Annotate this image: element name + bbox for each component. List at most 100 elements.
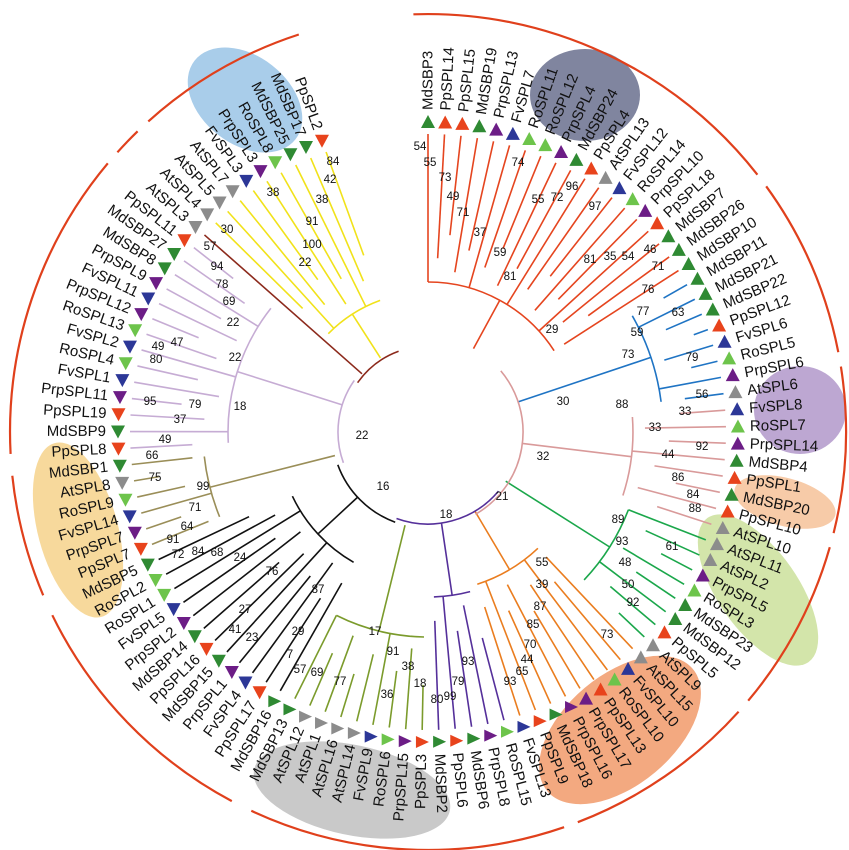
leaf-branch <box>628 509 707 541</box>
leaf-branch <box>693 328 709 336</box>
leaf-branch <box>668 440 726 444</box>
bootstrap-value: 50 <box>622 579 635 591</box>
leaf-marker-triangle-icon <box>268 156 283 170</box>
bootstrap-value: 81 <box>584 254 597 266</box>
leaf-label: PrpSPL14 <box>749 436 818 456</box>
leaf-branch <box>456 630 473 727</box>
leaf-marker-triangle-icon <box>730 419 745 433</box>
bootstrap-value: 22 <box>356 430 369 442</box>
leaf-branch <box>183 260 246 305</box>
clade-arc <box>433 590 471 598</box>
bootstrap-value: 87 <box>534 601 547 613</box>
leaf-branch <box>309 652 334 706</box>
leaf-label: MdSBP9 <box>47 423 106 440</box>
leaf-branch <box>433 620 440 730</box>
bootstrap-value: 91 <box>306 216 319 228</box>
leaf-marker-triangle-icon <box>712 318 727 332</box>
leaf-branch <box>549 197 613 277</box>
peach-highlight <box>734 475 836 529</box>
leaf-marker-triangle-icon <box>283 148 298 162</box>
leaf-marker-triangle-icon <box>212 196 227 210</box>
leaf-branch <box>355 654 375 722</box>
leaf-branch <box>506 584 567 697</box>
bootstrap-value: 63 <box>672 307 685 319</box>
leaf-label: AtSPL6 <box>746 376 799 399</box>
leaf-marker-triangle-icon <box>522 132 537 146</box>
leaf-marker-triangle-icon <box>115 476 130 490</box>
amber-highlight <box>32 442 124 618</box>
leaf-branch <box>545 556 634 650</box>
leaf-branch <box>665 313 703 331</box>
salmon-highlight <box>539 655 701 805</box>
bootstrap-value: 7 <box>287 649 293 661</box>
bootstrap-value: 37 <box>174 414 187 426</box>
leaf-marker-triangle-icon <box>122 510 137 524</box>
bootstrap-value: 49 <box>159 434 172 446</box>
leaf-branch <box>203 561 280 629</box>
clade-stem <box>317 496 359 535</box>
leaf-marker-triangle-icon <box>188 220 203 234</box>
leaf-branch <box>141 492 212 514</box>
bootstrap-value: 48 <box>619 557 632 569</box>
leaf-label: PpSPL19 <box>43 402 107 423</box>
leaf-marker-triangle-icon <box>569 152 584 166</box>
leaf-marker-triangle-icon <box>176 617 191 631</box>
clade-highlights <box>32 47 846 839</box>
leaf-marker-triangle-icon <box>725 368 740 382</box>
leaf-branch <box>238 575 311 664</box>
leaf-marker-triangle-icon <box>549 708 563 721</box>
bootstrap-value: 76 <box>266 566 279 578</box>
leaf-marker-triangle-icon <box>501 725 515 738</box>
clade-stem <box>378 525 406 632</box>
blue-highlight <box>187 47 303 153</box>
leaf-branch <box>131 457 193 466</box>
leaf-branch <box>598 561 667 613</box>
leaf-branch <box>226 542 328 653</box>
leaf-branch <box>506 178 586 305</box>
leaf-branch <box>165 514 276 575</box>
leaf-branch <box>587 256 670 317</box>
clade-stem <box>351 313 382 359</box>
leaf-marker-triangle-icon <box>225 185 240 199</box>
clade-stem <box>472 299 501 349</box>
leaf-label: MdSBP2 <box>431 753 450 813</box>
bootstrap-value: 55 <box>536 557 549 569</box>
leaf-branch <box>468 145 511 288</box>
leaf-marker-triangle-icon <box>252 686 267 700</box>
leaf-branch <box>664 344 714 361</box>
bootstrap-value: 74 <box>512 157 525 169</box>
leaf-marker-triangle-icon <box>364 730 378 743</box>
bootstrap-value: 44 <box>662 449 675 461</box>
leaf-branch <box>151 520 209 546</box>
bootstrap-value: 84 <box>327 156 340 168</box>
leaf-branch <box>534 207 626 311</box>
leaf-marker-triangle-icon <box>722 351 737 365</box>
bootstrap-value: 33 <box>679 406 692 418</box>
leaf-marker-triangle-icon <box>433 735 447 748</box>
leaf-marker-triangle-icon <box>678 598 693 612</box>
leaf-marker-triangle-icon <box>157 588 172 602</box>
leaf-branch <box>203 234 363 375</box>
leaf-branch <box>638 298 696 329</box>
leaf-marker-triangle-icon <box>253 165 268 179</box>
bootstrap-value: 92 <box>627 597 640 609</box>
leaf-marker-triangle-icon <box>612 181 627 195</box>
leaf-marker-triangle-icon <box>593 682 608 696</box>
leaf-branch <box>145 516 182 530</box>
leaf-marker-triangle-icon <box>671 242 686 256</box>
bootstrap-value: 68 <box>211 547 224 559</box>
leaf-marker-triangle-icon <box>598 170 613 184</box>
bootstrap-value: 49 <box>152 341 165 353</box>
bootstrap-value: 32 <box>537 451 550 463</box>
leaf-marker-triangle-icon <box>729 453 744 467</box>
leaf-branch <box>266 180 347 305</box>
group-arc <box>147 33 300 123</box>
group-arc <box>250 809 565 850</box>
bootstrap-value: 95 <box>144 396 157 408</box>
leaf-branch <box>660 553 693 571</box>
leaf-marker-triangle-icon <box>421 115 435 128</box>
root-arc <box>337 379 355 464</box>
leaf-branch <box>484 580 537 711</box>
leaf-marker-triangle-icon <box>211 654 226 668</box>
